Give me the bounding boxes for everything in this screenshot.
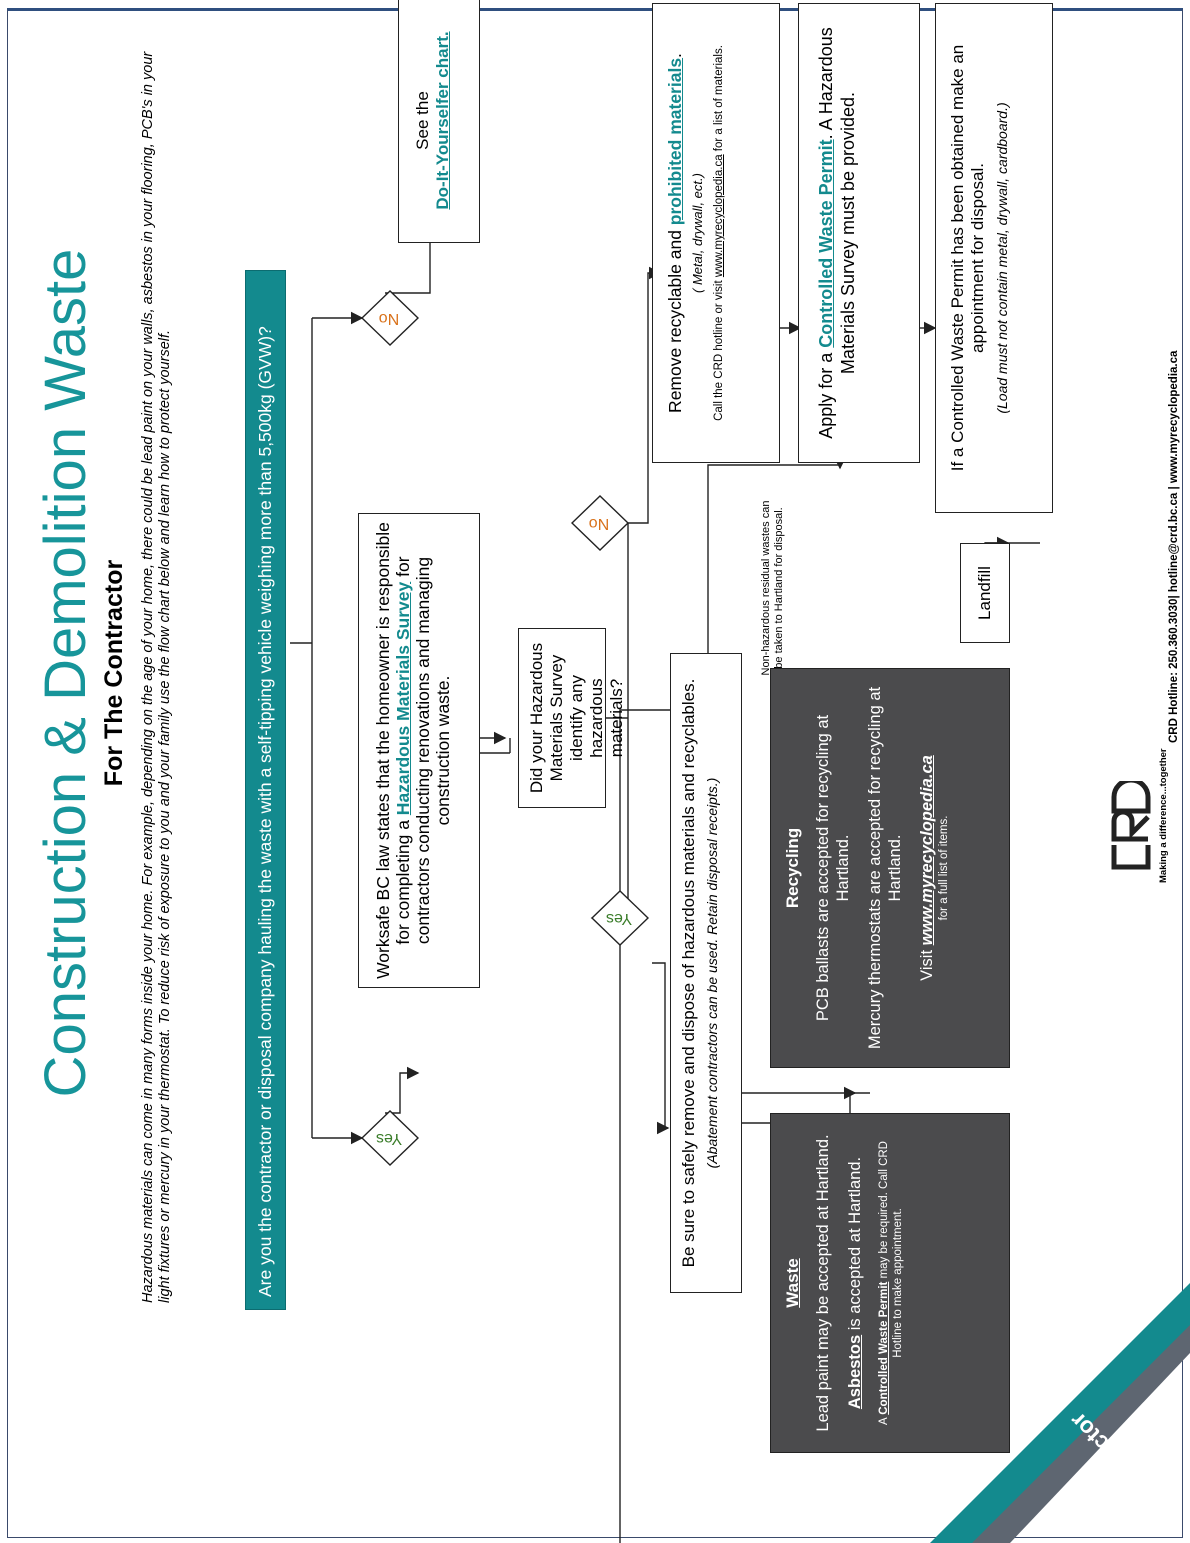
myrecyclopedia-link-1[interactable]: www.myrecyclopedia.ca — [713, 154, 725, 278]
crd-tagline: Making a difference...together — [1158, 748, 1169, 883]
prohibited-materials-link[interactable]: prohibited materials — [665, 57, 685, 226]
yes-label-1: Yes — [375, 1130, 403, 1147]
remove-box: Remove recyclable and prohibited materia… — [652, 3, 780, 463]
crd-logo — [1111, 781, 1151, 870]
waste-permit-text-1: A — [878, 1414, 890, 1425]
diy-box: See the Do-It-Yourselfer chart. — [398, 0, 480, 243]
remove-text: Remove recyclable and — [665, 225, 685, 413]
apply-text-1: Apply for a — [816, 347, 836, 439]
yes-label-2: Yes — [605, 910, 633, 927]
permit-text: If a Controlled Waste Permit has been ob… — [948, 44, 987, 472]
remove-examples: ( Metal, drywall, ect.) — [690, 173, 705, 293]
myrecyclopedia-link-2[interactable]: www.myrecyclopedia.ca — [918, 755, 936, 946]
waste-asbestos-label: Asbestos — [846, 1334, 864, 1410]
no-label-2: No — [588, 515, 610, 532]
no-diamond-2 — [570, 495, 630, 551]
worksafe-box: Worksafe BC law states that the homeowne… — [358, 513, 480, 988]
no-label-1: No — [378, 310, 400, 327]
yes-diamond-2 — [590, 890, 650, 946]
page-border — [7, 8, 1183, 1538]
footer-contact: CRD Hotline: 250.360.3030| hotline@crd.b… — [1168, 350, 1180, 743]
recycling-pcb: PCB ballasts are accepted for recycling … — [814, 714, 852, 1022]
no-diamond-1 — [360, 290, 420, 346]
waste-heading: Waste — [783, 1258, 802, 1308]
recycling-mercury: Mercury thermostats are accepted for rec… — [866, 686, 904, 1050]
permit-obtained-box: If a Controlled Waste Permit has been ob… — [935, 3, 1053, 513]
waste-box: Waste Lead paint may be accepted at Hart… — [770, 1113, 1010, 1453]
waste-permit-link[interactable]: Controlled Waste Permit — [878, 1281, 890, 1415]
recycling-list-text: for a full list of items. — [938, 815, 950, 921]
apply-permit-box: Apply for a Controlled Waste Permit. A H… — [798, 3, 920, 463]
waste-asbestos-text: is accepted at Hartland. — [846, 1156, 864, 1335]
main-question: Are you the contractor or disposal compa… — [245, 270, 286, 1310]
recycling-box: Recycling PCB ballasts are accepted for … — [770, 668, 1010, 1068]
remove-period: . — [665, 53, 685, 58]
remove-list-text: for a list of materials. — [713, 45, 725, 155]
hazardous-survey-link[interactable]: Hazardous Materials Survey — [393, 581, 413, 816]
landfill-box: Landfill — [960, 543, 1010, 643]
safe-removal-box: Be sure to safely remove and dispose of … — [670, 653, 742, 1293]
controlled-waste-permit-link[interactable]: Controlled Waste Permit — [816, 139, 836, 348]
waste-lead-paint: Lead paint may be accepted at Hartland. — [814, 1134, 832, 1432]
permit-restrictions: (Load must not contain metal, drywall, c… — [994, 102, 1010, 414]
yes-diamond-1 — [360, 1110, 420, 1166]
survey-question-box: Did your Hazardous Materials Survey iden… — [518, 628, 626, 808]
corner-flag — [930, 1283, 1190, 1543]
recycling-heading: Recycling — [783, 827, 802, 909]
recycling-visit-text: Visit — [918, 945, 936, 981]
diy-chart-link[interactable]: Do-It-Yourselfer chart. — [433, 31, 452, 210]
diy-line: See the — [413, 91, 432, 150]
remove-hotline-text: Call the CRD hotline or visit — [713, 277, 725, 421]
safe-removal-text: Be sure to safely remove and dispose of … — [679, 678, 698, 1268]
safe-removal-note: (Abatement contractors can be used. Reta… — [704, 777, 720, 1169]
